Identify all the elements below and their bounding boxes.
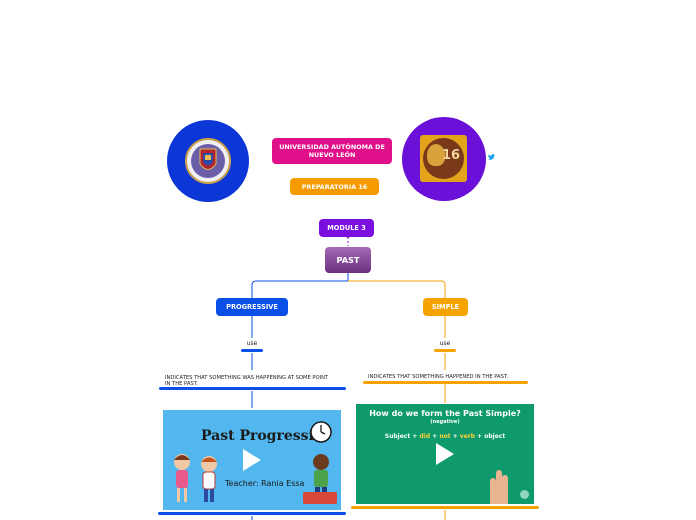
prepa-logo-circle: 16 [402,117,486,201]
clock-icon [310,421,332,443]
prepa-label: PREPARATORIA 16 [301,182,368,191]
formula-not: not [439,433,451,440]
simple-video-underline [351,506,539,509]
simple-use-underline [434,349,456,352]
simple-video-thumbnail[interactable]: How do we form the Past Simple? (negativ… [356,404,534,504]
formula-plus: + [432,433,438,440]
simple-use-label[interactable]: use [439,340,451,347]
formula-object: object [484,433,506,440]
simple-definition[interactable]: INDICATES THAT SOMETHING HAPPENED IN THE… [368,374,509,380]
progressive-definition-underline [159,387,346,390]
progressive-definition[interactable]: INDICATES THAT SOMETHING WAS HAPPENING A… [165,375,329,387]
university-node[interactable]: UNIVERSIDAD AUTÓNOMA DE NUEVO LEÓN [272,138,392,164]
progressive-use-underline [241,349,263,352]
formula-did: did [419,433,431,440]
progressive-play-icon[interactable] [243,449,261,471]
simple-definition-underline [363,381,528,384]
progressive-video-title: Past Progressive [201,428,331,444]
simple-video-subtitle: (negative) [430,419,460,425]
progressive-video-subtitle: Teacher: Rania Essa [225,479,305,488]
formula-plus: + [452,433,458,440]
hand-image [490,470,508,504]
progressive-node[interactable]: PROGRESSIVE [216,298,288,316]
simple-play-icon[interactable] [436,443,454,465]
central-topic-past[interactable]: PAST [325,247,371,273]
simple-video-title: How do we form the Past Simple? [369,409,521,418]
watermark-logo [303,492,337,504]
simple-connector [348,280,446,300]
channel-logo-icon [520,490,529,499]
uanl-logo-circle [167,120,249,202]
simple-node[interactable]: SIMPLE [423,298,468,316]
module-label: MODULE 3 [327,224,366,232]
prepa16-logo: 16 [420,135,467,182]
prepa-node[interactable]: PREPARATORIA 16 [290,178,379,195]
progressive-label: PROGRESSIVE [226,303,278,311]
simple-label: SIMPLE [431,303,460,311]
progressive-video-thumbnail[interactable]: Past Progressive Teacher: Rania Essa [163,410,341,510]
girl-boy-characters [174,454,217,502]
twitter-icon[interactable] [488,154,495,160]
formula-plus: + [477,433,483,440]
formula-subject: Subject [384,433,411,440]
formula-plus: + [412,433,418,440]
module-node[interactable]: MODULE 3 [319,219,374,237]
past-simple-formula: Subject + did + not + verb + object [356,433,534,440]
progressive-use-label[interactable]: use [246,340,258,347]
formula-verb: verb [459,433,476,440]
prepa16-logo-text: 16 [442,148,461,163]
central-topic-label: PAST [336,255,360,265]
progressive-video-underline [158,512,346,515]
torch-icon [427,144,445,166]
university-label: UNIVERSIDAD AUTÓNOMA DE NUEVO LEÓN [279,143,385,159]
progressive-connector [251,272,349,300]
collapse-arrow-icon: ^ [345,236,350,243]
uanl-seal-icon [185,138,231,184]
